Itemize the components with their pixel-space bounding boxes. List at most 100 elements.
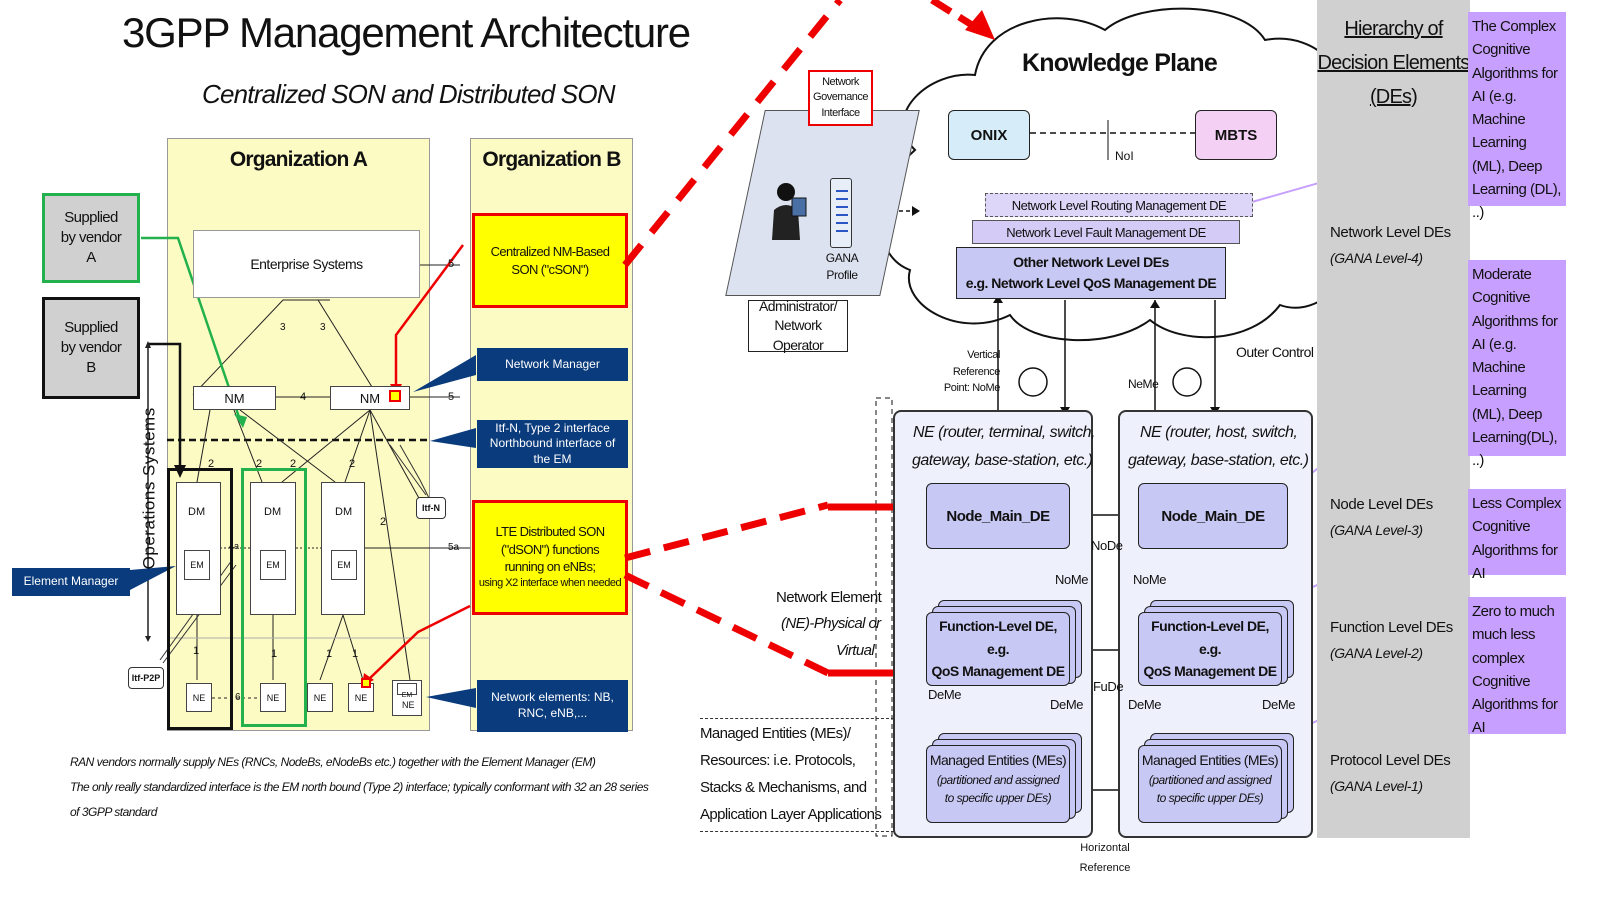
network-elements-label: Network elements: NB, RNC, eNB,...: [491, 690, 614, 720]
num-label: 1: [271, 648, 278, 660]
dm-box: [250, 482, 296, 615]
callout-complex-cognitive: The Complex Cognitive Algorithms for AI …: [1468, 12, 1566, 221]
em-inner-box: EM: [397, 683, 417, 699]
em-label: EM: [266, 560, 280, 570]
dm-box: [321, 482, 365, 615]
operator-person-svg: [772, 183, 807, 240]
network-level-des-label: Network Level DEs: [1330, 224, 1451, 241]
left-title: 3GPP Management Architecture: [122, 9, 691, 56]
ne-physical-line-1: Network Element: [776, 589, 882, 606]
operator-person-icon: [768, 180, 808, 240]
dson-label: LTE Distributed SON ("dSON") functions r…: [495, 524, 605, 575]
neme-label: NeMe: [1128, 377, 1159, 391]
managed-entities-1: Managed Entities (MEs) (partitioned and …: [926, 745, 1070, 823]
nm-box-1: NM: [193, 386, 276, 410]
num-label: 2: [349, 458, 356, 470]
ne-physical-line-3: Virtual: [836, 642, 875, 659]
itf-n-tag: Itf-N: [416, 497, 446, 519]
mes-dashed-frame: [700, 718, 894, 832]
supplied-by-vendor-b: Supplied by vendor B: [42, 297, 140, 399]
num-label: 2: [256, 458, 263, 470]
supplied-by-vendor-a-label: Supplied by vendor A: [60, 208, 122, 267]
node-main-de-2: Node_Main_DE: [1138, 483, 1288, 549]
fude-label: FuDe: [1093, 679, 1124, 694]
ne-box: NE: [186, 683, 212, 712]
onix-label: ONIX: [970, 126, 1008, 144]
managed-entities-line-2: (partitioned and assigned: [1148, 773, 1272, 787]
hierarchy-column: [1317, 0, 1470, 838]
administrator-label: Administrator/ Network Operator: [759, 297, 838, 353]
itf-n-tag-label: Itf-N: [422, 503, 440, 513]
organization-b-label: Organization B: [482, 148, 621, 171]
callout-less-complex: Less Complex Cognitive Algorithms for AI: [1468, 489, 1566, 582]
scroll-lines-svg: [836, 190, 848, 232]
node-main-de-label: Node_Main_DE: [1161, 507, 1265, 525]
dson-sub-label: using X2 interface when needed: [478, 576, 622, 589]
ne1-title: NE (router, terminal, switch,: [913, 424, 1096, 442]
horizontal-reference-line-2: Reference: [1079, 862, 1131, 874]
itf-n-callout: Itf-N, Type 2 interface Northbound inter…: [477, 420, 628, 468]
callout-zero-complex: Zero to much much less complex Cognitive…: [1468, 597, 1566, 736]
left-subtitle: Centralized SON and Distributed SON: [202, 79, 616, 109]
other-de-box: Other Network Level DEs e.g. Network Lev…: [956, 247, 1226, 299]
ne-label: NE: [402, 700, 415, 710]
function-de-1: Function-Level DE, e.g. QoS Management D…: [926, 612, 1070, 686]
function-level-des-sub: (GANA Level-2): [1330, 645, 1423, 661]
node-main-de-label: Node_Main_DE: [946, 507, 1050, 525]
vertical-reference-label: Vertical Reference Point: NoMe: [943, 349, 1001, 394]
num-label: 5: [448, 391, 455, 403]
function-level-des-label: Function Level DEs: [1330, 619, 1453, 636]
num-label: 3: [320, 322, 326, 333]
gana-profile-label: GANA Profile: [825, 251, 859, 282]
dm-label: DM: [264, 506, 282, 518]
element-manager-callout: Element Manager: [12, 568, 130, 596]
managed-entities-2: Managed Entities (MEs) (partitioned and …: [1138, 745, 1282, 823]
deme-label: DeMe: [928, 687, 962, 702]
node-label: NoDe: [1091, 538, 1123, 553]
mbts-box: MBTS: [1195, 110, 1277, 160]
vendor-b-frame: [167, 468, 233, 730]
managed-entities-line-2: (partitioned and assigned: [936, 773, 1060, 787]
function-de-2: Function-Level DE, e.g. QoS Management D…: [1138, 612, 1282, 686]
supplied-by-vendor-b-label: Supplied by vendor B: [60, 318, 122, 377]
nome-label: NoMe: [1133, 572, 1167, 587]
routing-de-label: Network Level Routing Management DE: [1011, 197, 1227, 213]
ne-physical-text: (NE)-Physical or: [781, 615, 881, 632]
num-label: 3: [280, 322, 286, 333]
ne-em-box: EM NE: [392, 680, 422, 716]
ne2-title: NE (router, host, switch,: [1140, 424, 1298, 441]
ne-label: NE: [313, 692, 327, 703]
horizontal-reference-line-1: Horizontal: [1080, 842, 1130, 854]
dm-box: [176, 482, 221, 615]
hierarchy-title-line-3: (DEs): [1369, 86, 1418, 108]
enterprise-systems-box: Enterprise Systems: [193, 230, 420, 298]
num-label: 2: [380, 516, 387, 528]
dm-label: DM: [188, 506, 206, 518]
deme-label: DeMe: [1262, 697, 1296, 712]
protocol-level-des-label: Protocol Level DEs: [1330, 752, 1451, 769]
num-label: 6: [235, 692, 241, 703]
ne2-title-2: gateway, base-station, etc.): [1128, 452, 1309, 469]
itf-p2p-tag: Itf-P2P: [128, 667, 164, 689]
dson-box: LTE Distributed SON ("dSON") functions r…: [472, 500, 628, 615]
enterprise-systems-label: Enterprise Systems: [250, 256, 363, 272]
vendor-a-frame: [241, 468, 307, 727]
mes-line-2: Resources: i.e. Protocols,: [700, 752, 856, 769]
element-manager-label: Element Manager: [23, 574, 119, 589]
hierarchy-title-line-2: Decision Elements: [1317, 52, 1470, 74]
hierarchy-title-line-1: Hierarchy of: [1344, 18, 1443, 40]
ne-son-marker: [361, 678, 371, 688]
em-box: EM: [331, 550, 357, 580]
managed-entities-line-1: Managed Entities (MEs): [1141, 752, 1279, 768]
mbts-label: MBTS: [1214, 126, 1258, 144]
governance-interface-label: Network Governance Interface: [813, 75, 868, 119]
governance-interface-box: Network Governance Interface: [808, 70, 873, 126]
function-de-line-1: Function-Level DE, e.g.: [1151, 618, 1269, 657]
function-de-line-1: Function-Level DE, e.g.: [939, 618, 1057, 657]
mes-line-4: Application Layer Applications: [700, 806, 882, 823]
ne1-title-2: gateway, base-station, etc.): [912, 452, 1093, 469]
ne-label: NE: [192, 692, 206, 703]
num-label: 4: [300, 391, 307, 403]
mes-line-3: Stacks & Mechanisms, and: [700, 779, 867, 796]
